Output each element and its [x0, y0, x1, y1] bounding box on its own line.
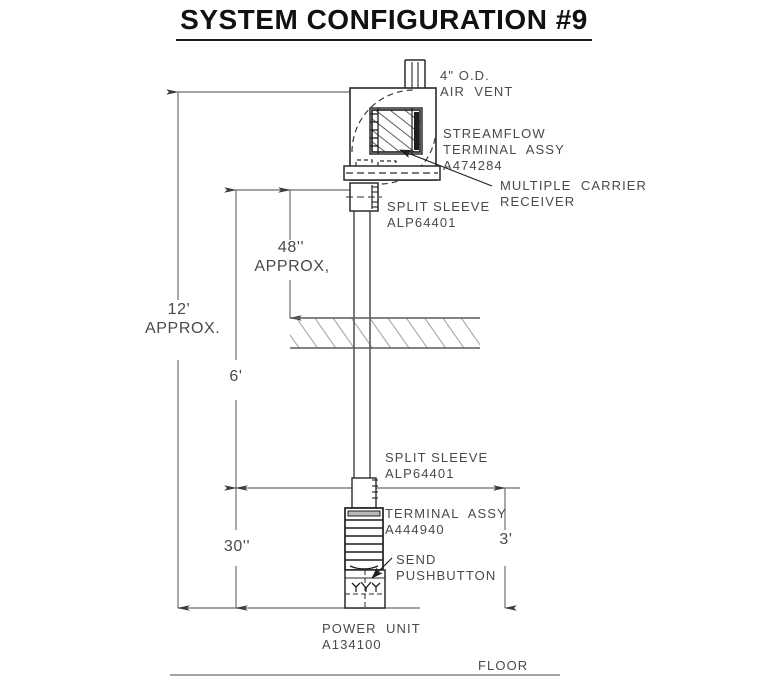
- label-streamflow-line2: TERMINAL ASSY: [443, 142, 565, 157]
- label-power-unit-line1: POWER UNIT: [322, 621, 421, 636]
- terminal-assembly-lower: [344, 507, 384, 571]
- label-streamflow-line3: A474284: [443, 158, 503, 173]
- streamflow-terminal-body: [369, 107, 423, 155]
- label-split-sleeve-bottom-line2: ALP64401: [385, 466, 455, 481]
- label-terminal-assy-line2: A444940: [385, 522, 445, 537]
- page-title-container: SYSTEM CONFIGURATION #9: [0, 4, 768, 41]
- split-sleeve-top: [346, 182, 382, 212]
- label-streamflow-line1: STREAMFLOW: [443, 126, 546, 141]
- label-floor: FLOOR: [478, 658, 529, 673]
- carrier-rail: [343, 159, 441, 181]
- label-split-sleeve-top-line1: SPLIT SLEEVE: [387, 199, 491, 214]
- label-multiple-carrier-line1: MULTIPLE CARRIER: [500, 178, 648, 193]
- label-split-sleeve-top-line2: ALP64401: [387, 215, 457, 230]
- split-sleeve-bottom: [351, 477, 378, 509]
- label-multiple-carrier-line2: RECEIVER: [500, 194, 576, 209]
- power-unit-base: [344, 569, 386, 609]
- dim-upper-run-qualifier: APPROX,: [254, 258, 330, 275]
- dim-upper-run-value: 48'': [277, 239, 305, 256]
- label-air-vent-line1: 4" O.D.: [440, 68, 490, 83]
- dim-overall-height-value: 12': [167, 301, 191, 318]
- air-vent-pipe: [404, 59, 426, 88]
- multiple-carrier-receiver-enclosure: [343, 87, 441, 185]
- ceiling-slab: [290, 317, 480, 349]
- page-title: SYSTEM CONFIGURATION #9: [176, 4, 592, 41]
- label-power-unit-line2: A134100: [322, 637, 382, 652]
- dim-overall-height-qualifier: APPROX.: [145, 320, 221, 337]
- label-air-vent-line2: AIR VENT: [440, 84, 514, 99]
- leader-lines: [371, 149, 493, 579]
- label-send-pushbutton-line2: PUSHBUTTON: [396, 568, 497, 583]
- label-terminal-assy-line1: TERMINAL ASSY: [385, 506, 507, 521]
- label-send-pushbutton-line1: SEND: [396, 552, 437, 567]
- label-split-sleeve-bottom-line1: SPLIT SLEEVE: [385, 450, 489, 465]
- dim-lower-run-value: 30'': [223, 538, 251, 555]
- dim-mid-height-value: 6': [229, 368, 243, 385]
- dimension-mid-height: [224, 187, 520, 491]
- dim-right-lower-value: 3': [499, 531, 513, 548]
